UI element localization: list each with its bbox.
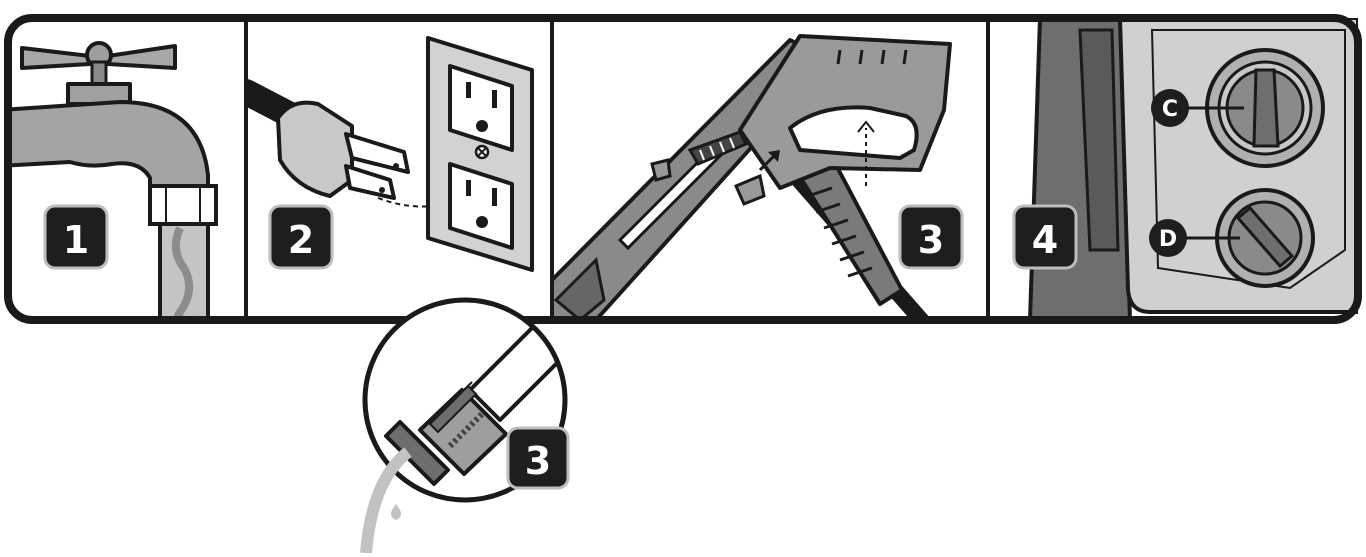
step-badge-3: 3	[898, 204, 964, 270]
inset-step-badge: 3	[506, 426, 570, 490]
step-badge-1: 1	[43, 204, 109, 270]
inset-step-number: 3	[525, 439, 551, 483]
step-badge-4: 4	[1012, 204, 1078, 270]
panel-strip-frame	[4, 14, 1362, 324]
panel-trigger-gun	[552, 34, 952, 320]
step-number: 2	[288, 218, 314, 262]
knob-label-c-text: C	[1162, 97, 1178, 122]
step-number: 1	[63, 218, 89, 262]
knob-label-c: C	[1151, 89, 1189, 127]
step-number: 3	[918, 218, 944, 262]
panel-faucet	[8, 41, 218, 320]
inset-nozzle-detail	[360, 297, 568, 554]
step-badge-2: 2	[268, 204, 334, 270]
step-number: 4	[1032, 218, 1058, 262]
knob-label-d: D	[1149, 219, 1187, 257]
panel-plug-outlet	[246, 36, 534, 272]
knob-label-d-text: D	[1159, 227, 1177, 252]
panel-control-knobs	[1028, 18, 1358, 320]
